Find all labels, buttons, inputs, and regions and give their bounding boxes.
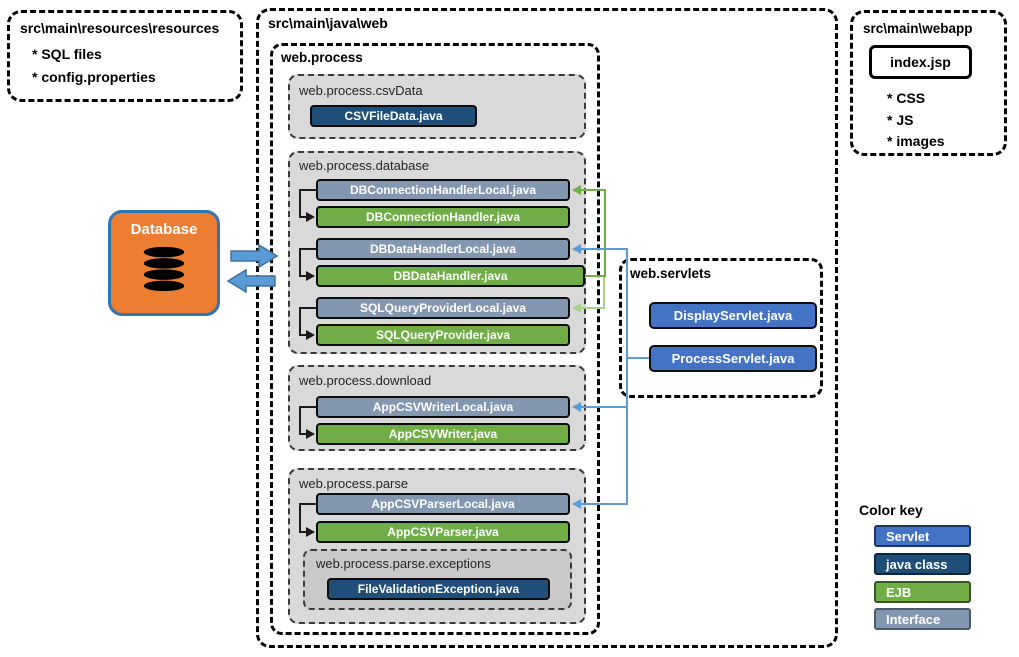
color-key-servlet: Servlet — [874, 525, 971, 547]
resources-item-sql: * SQL files — [32, 46, 102, 62]
color-key-title: Color key — [859, 502, 923, 518]
java-web-box-title: src\main\java\web — [268, 15, 388, 31]
webapp-item-js: * JS — [887, 112, 914, 128]
class-dbdatahandler: DBDataHandler.java — [316, 265, 585, 287]
group-parse-exceptions-label: web.process.parse.exceptions — [316, 556, 491, 571]
class-processservlet: ProcessServlet.java — [649, 345, 817, 372]
group-parse-label: web.process.parse — [299, 476, 409, 491]
webapp-item-css: * CSS — [887, 90, 926, 106]
class-csvfiledata: CSVFileData.java — [310, 105, 477, 127]
resources-box-title: src\main\resources\resources — [20, 20, 220, 36]
web-process-label: web.process — [281, 50, 363, 65]
class-appcsvwriterlocal: AppCSVWriterLocal.java — [316, 396, 570, 418]
color-key-interface: Interface — [874, 608, 971, 630]
class-displayservlet: DisplayServlet.java — [649, 302, 817, 329]
database-label: Database — [130, 221, 198, 238]
color-key-ejb: EJB — [874, 581, 971, 603]
class-dbconnectionhandlerlocal: DBConnectionHandlerLocal.java — [316, 179, 570, 201]
class-sqlqueryproviderlocal: SQLQueryProviderLocal.java — [316, 297, 570, 319]
group-download-label: web.process.download — [299, 373, 432, 388]
index-jsp-box: index.jsp — [869, 45, 972, 79]
class-dbdatahandlerlocal: DBDataHandlerLocal.java — [316, 238, 570, 260]
database-node: Database — [108, 210, 220, 316]
webapp-box-title: src\main\webapp — [863, 21, 973, 36]
servlets-box-label: web.servlets — [630, 266, 712, 281]
group-csvdata-label: web.process.csvData — [299, 83, 423, 98]
resources-item-config: * config.properties — [32, 69, 156, 85]
webapp-box: src\main\webapp index.jsp * CSS * JS * i… — [850, 10, 1007, 156]
webapp-item-images: * images — [887, 133, 945, 149]
color-key-java-class: java class — [874, 553, 971, 575]
class-filevalidationexception: FileValidationException.java — [327, 578, 550, 600]
class-appcsvwriter: AppCSVWriter.java — [316, 423, 570, 445]
group-database-label: web.process.database — [299, 158, 430, 173]
class-appcsvparser: AppCSVParser.java — [316, 521, 570, 543]
class-appcsvparserlocal: AppCSVParserLocal.java — [316, 493, 570, 515]
database-cylinder-icon — [143, 246, 185, 292]
resources-box: src\main\resources\resources * SQL files… — [7, 10, 243, 102]
class-sqlqueryprovider: SQLQueryProvider.java — [316, 324, 570, 346]
class-dbconnectionhandler: DBConnectionHandler.java — [316, 206, 570, 228]
